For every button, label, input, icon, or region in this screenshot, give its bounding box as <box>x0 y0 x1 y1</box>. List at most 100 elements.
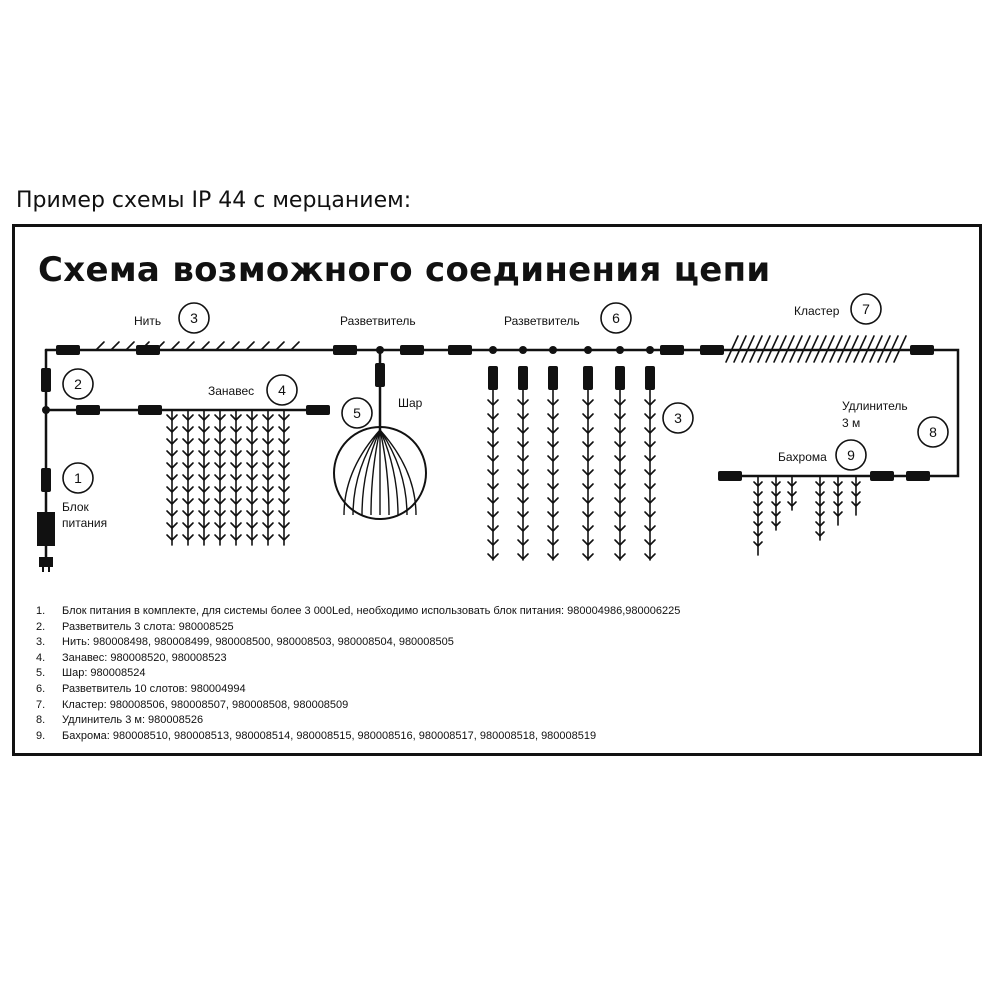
legend-item: 3.Нить: 980008498, 980008499, 980008500,… <box>36 636 454 649</box>
cluster-tick <box>845 335 859 363</box>
cluster-tick <box>725 335 739 363</box>
led-mark <box>262 438 274 445</box>
led-mark <box>278 534 290 541</box>
label-udlinitel: Удлинитель <box>842 399 908 413</box>
label-nit: Нить <box>134 314 161 328</box>
power-plug <box>39 546 53 572</box>
legend-list: 1.Блок питания в комплекте, для системы … <box>36 604 680 744</box>
led-mark <box>166 462 178 469</box>
led-tick <box>275 341 285 351</box>
led-mark <box>582 413 594 420</box>
led-mark <box>644 553 656 560</box>
led-mark <box>246 534 258 541</box>
badge-3 <box>178 302 210 334</box>
led-mark <box>815 531 825 537</box>
cluster-tick <box>749 335 763 363</box>
led-mark <box>547 441 559 448</box>
led-mark <box>644 441 656 448</box>
led-mark <box>278 522 290 529</box>
led-mark <box>182 474 194 481</box>
led-mark <box>614 427 626 434</box>
badge-3b-text: 3 <box>674 410 682 426</box>
led-mark <box>246 450 258 457</box>
led-mark <box>582 399 594 406</box>
led-mark <box>614 399 626 406</box>
led-mark <box>487 483 499 490</box>
led-mark <box>230 462 242 469</box>
led-mark <box>487 525 499 532</box>
led-mark <box>851 491 861 497</box>
diagram-title: Схема возможного соединения цепи <box>38 250 771 290</box>
badge-1 <box>62 462 94 494</box>
led-mark <box>644 511 656 518</box>
led-mark <box>644 525 656 532</box>
led-mark <box>614 469 626 476</box>
cluster-tick <box>853 335 867 363</box>
led-mark <box>547 399 559 406</box>
led-mark <box>246 438 258 445</box>
led-mark <box>833 501 843 507</box>
led-mark <box>198 438 210 445</box>
led-mark <box>278 474 290 481</box>
led-mark <box>815 521 825 527</box>
led-mark <box>262 510 274 517</box>
led-mark <box>582 455 594 462</box>
junction-dot <box>489 346 497 354</box>
led-mark <box>547 497 559 504</box>
led-mark <box>614 497 626 504</box>
led-mark <box>815 481 825 487</box>
led-mark <box>262 498 274 505</box>
led-mark <box>246 414 258 421</box>
badge-3-text: 3 <box>190 310 198 326</box>
led-tick <box>140 341 150 351</box>
led-mark <box>547 455 559 462</box>
connector <box>660 345 684 355</box>
led-mark <box>262 426 274 433</box>
badge-9-text: 9 <box>847 447 855 463</box>
led-mark <box>487 469 499 476</box>
badge-8-text: 8 <box>929 424 937 440</box>
led-mark <box>198 450 210 457</box>
legend-item: 1.Блок питания в комплекте, для системы … <box>36 605 681 617</box>
led-mark <box>182 450 194 457</box>
led-mark <box>166 486 178 493</box>
led-mark <box>614 511 626 518</box>
cluster-tick <box>813 335 827 363</box>
connector <box>870 471 894 481</box>
led-mark <box>582 553 594 560</box>
led-mark <box>644 469 656 476</box>
power-supply-block <box>37 512 55 546</box>
led-tick <box>230 341 240 351</box>
connector <box>306 405 330 415</box>
badge-2-text: 2 <box>74 376 82 392</box>
led-mark <box>487 455 499 462</box>
led-mark <box>771 481 781 487</box>
led-mark <box>246 426 258 433</box>
connector <box>718 471 742 481</box>
led-mark <box>517 553 529 560</box>
cluster-tick <box>797 335 811 363</box>
label-klaster: Кластер <box>794 304 840 318</box>
led-mark <box>833 511 843 517</box>
label-razvetvitel: Разветвитель <box>340 314 416 328</box>
led-mark <box>487 441 499 448</box>
cluster-tick <box>885 335 899 363</box>
led-mark <box>214 498 226 505</box>
led-mark <box>771 501 781 507</box>
ball-strand <box>379 429 417 516</box>
led-mark <box>166 522 178 529</box>
led-mark <box>214 414 226 421</box>
led-mark <box>246 522 258 529</box>
led-mark <box>166 474 178 481</box>
led-mark <box>182 522 194 529</box>
connector <box>548 366 558 390</box>
led-mark <box>198 498 210 505</box>
led-mark <box>517 455 529 462</box>
badge-5-text: 5 <box>353 405 361 421</box>
led-mark <box>182 510 194 517</box>
led-mark <box>246 510 258 517</box>
junction-dot <box>584 346 592 354</box>
led-mark <box>644 399 656 406</box>
led-tick <box>185 341 195 351</box>
